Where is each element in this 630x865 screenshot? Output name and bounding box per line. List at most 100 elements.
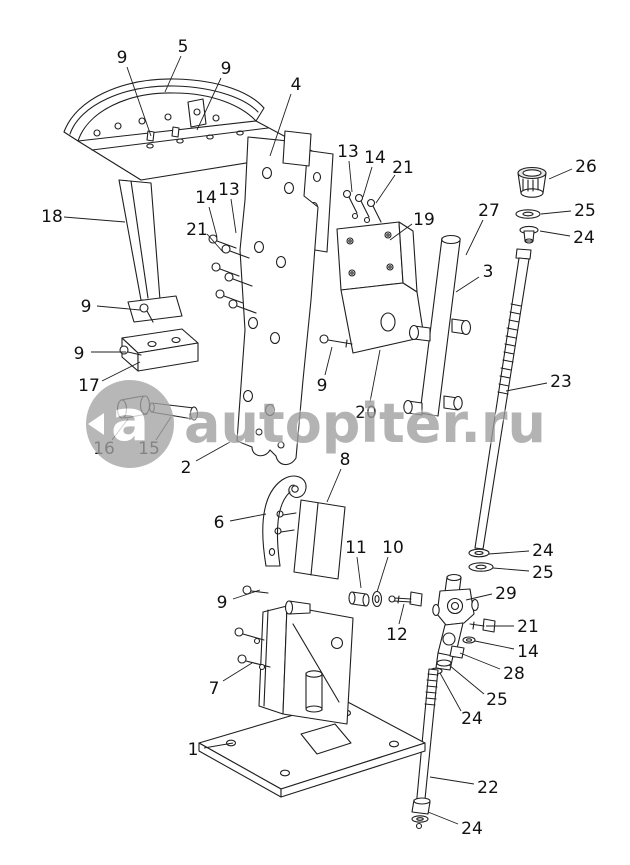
callout-label-7-part-26: 26 <box>575 157 597 177</box>
callout-leader-5-part-14 <box>362 166 373 198</box>
callout-leader-40-part-24 <box>439 672 462 712</box>
callout-label-4-part-13: 13 <box>337 142 359 162</box>
callout-label-35-part-21: 21 <box>517 617 539 637</box>
callout-leader-43-part-24 <box>427 811 459 825</box>
callout-label-27-part-6: 6 <box>214 513 225 533</box>
callout-leader-39-part-25 <box>448 664 485 695</box>
callout-leader-9-part-14 <box>208 206 218 238</box>
bolt-9-bracket <box>319 334 353 348</box>
part-main-plate <box>236 130 319 466</box>
callout-leader-34-part-12 <box>398 603 405 625</box>
callout-leader-26-part-8 <box>326 468 342 503</box>
part-plate-8 <box>274 499 346 580</box>
callout-label-37-part-28: 28 <box>503 664 525 684</box>
part-base-1 <box>198 699 426 798</box>
callout-leader-21-part-9 <box>324 346 333 376</box>
callout-leader-42-part-22 <box>429 776 475 785</box>
part-washer-24-bottom <box>411 815 429 830</box>
callout-label-18-part-9: 9 <box>74 344 85 364</box>
callout-leader-31-part-10 <box>376 556 389 593</box>
callout-leader-1-part-5 <box>164 55 182 93</box>
part-tube-3 <box>403 234 472 417</box>
part-spacer-16 <box>116 395 151 419</box>
callout-label-25-part-2: 2 <box>181 458 192 478</box>
callout-label-40-part-24: 24 <box>461 709 483 729</box>
callout-label-3-part-4: 4 <box>291 75 302 95</box>
callout-leader-8-part-18 <box>63 216 126 223</box>
callout-label-36-part-14: 14 <box>517 642 539 662</box>
part-support-bracket <box>258 600 354 725</box>
callout-label-15-part-24: 24 <box>573 228 595 248</box>
callout-label-28-part-24: 24 <box>532 541 554 561</box>
part-washer-24-mid <box>468 548 490 558</box>
callout-label-30-part-11: 11 <box>345 538 367 558</box>
callout-leader-27-part-6 <box>229 513 267 522</box>
part-roller-11 <box>348 591 370 607</box>
callout-label-26-part-8: 8 <box>340 450 351 470</box>
callout-leader-30-part-11 <box>356 556 362 589</box>
callout-label-10-part-13: 13 <box>218 180 240 200</box>
callout-label-34-part-12: 12 <box>386 625 408 645</box>
callout-label-0-part-9: 9 <box>117 48 128 68</box>
callout-leader-2-part-9 <box>196 77 222 131</box>
callout-label-24-part-15: 15 <box>138 439 160 459</box>
callout-label-12-part-19: 19 <box>413 210 435 230</box>
part-washer-25-top <box>515 209 541 219</box>
callout-leader-14-part-25 <box>540 210 572 215</box>
callout-leader-29-part-25 <box>492 567 530 572</box>
callout-leader-25-part-2 <box>195 441 231 462</box>
callout-leader-10-part-13 <box>230 198 237 234</box>
part-rod-23 <box>474 248 532 550</box>
callout-label-11-part-21: 21 <box>186 220 208 240</box>
callout-label-33-part-9: 9 <box>217 593 228 613</box>
callout-leader-11-part-21 <box>206 233 224 253</box>
callout-label-8-part-18: 18 <box>41 207 63 227</box>
part-lever-6 <box>262 475 307 567</box>
callout-leader-7-part-26 <box>548 168 573 180</box>
callout-leader-16-part-3 <box>455 276 480 293</box>
callout-leader-17-part-9 <box>96 305 141 311</box>
callout-leader-33-part-9 <box>232 589 261 600</box>
callout-leader-20-part-20 <box>369 349 381 403</box>
bolt-group-7 <box>234 627 271 671</box>
callout-label-31-part-10: 10 <box>382 538 404 558</box>
part-pin-15 <box>149 402 199 421</box>
callout-leader-23-part-16 <box>111 418 129 441</box>
callout-leader-22-part-23 <box>505 382 548 392</box>
callout-label-22-part-23: 23 <box>550 372 572 392</box>
bolt-group-top <box>342 189 382 224</box>
part-bolt-12 <box>388 591 423 607</box>
callout-label-29-part-25: 25 <box>532 563 554 583</box>
callout-label-1-part-5: 5 <box>178 37 189 57</box>
drawing-layer <box>63 78 547 830</box>
callout-label-23-part-16: 16 <box>93 439 115 459</box>
callout-label-32-part-29: 29 <box>495 584 517 604</box>
callout-leader-13-part-27 <box>465 219 484 256</box>
part-washer-25-mid <box>468 562 494 572</box>
callout-label-2-part-9: 9 <box>221 59 232 79</box>
part-bushing <box>305 670 323 713</box>
callout-leader-19-part-17 <box>101 361 141 382</box>
part-bracket-19 <box>336 221 418 293</box>
part-roller-10 <box>371 590 383 608</box>
callout-label-14-part-25: 25 <box>574 201 596 221</box>
part-flange-20 <box>340 282 425 354</box>
callout-label-39-part-25: 25 <box>486 690 508 710</box>
callout-leader-24-part-15 <box>155 416 172 441</box>
callout-label-43-part-24: 24 <box>461 819 483 839</box>
callout-leader-37-part-28 <box>459 652 501 670</box>
callout-leader-4-part-13 <box>348 160 353 193</box>
callout-leader-0-part-9 <box>126 66 152 137</box>
callout-label-17-part-9: 9 <box>81 297 92 317</box>
callout-label-19-part-17: 17 <box>78 376 100 396</box>
callout-leader-6-part-21 <box>375 174 396 204</box>
callout-leader-36-part-14 <box>474 640 515 650</box>
callout-label-21-part-9: 9 <box>317 376 328 396</box>
part-rod-22 <box>411 668 439 815</box>
callout-label-9-part-14: 14 <box>195 188 217 208</box>
fasteners-ujoint <box>429 618 496 675</box>
part-cap-26 <box>517 166 547 198</box>
callout-leader-32-part-29 <box>465 593 493 601</box>
bolt-9-upper-left <box>139 303 154 323</box>
